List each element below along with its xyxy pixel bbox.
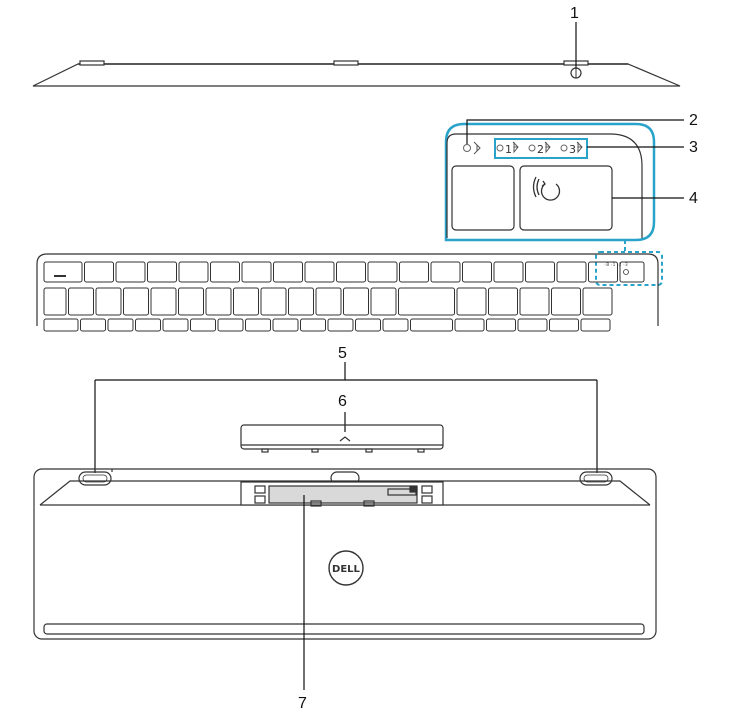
callout-2: 2 <box>689 112 698 129</box>
power-switch-icon <box>571 68 581 78</box>
key-r3-15 <box>487 319 516 331</box>
mode-light-2: 2 <box>529 142 550 156</box>
key-r3-3 <box>136 319 161 331</box>
key-r3-14 <box>455 319 484 331</box>
keyboard-front: ◦B ◦1 ◦2 ◦3 <box>37 254 658 331</box>
esc-key-mark <box>54 275 66 277</box>
callout-5: 5 <box>338 345 347 362</box>
key-r3-18 <box>581 319 610 331</box>
key-r3-1 <box>81 319 106 331</box>
key-r3-10 <box>328 319 353 331</box>
key-r2-3 <box>124 288 149 315</box>
callout-1: 1 <box>570 5 579 22</box>
key-fn-11 <box>400 262 429 282</box>
zoom-callout-panel <box>446 124 654 240</box>
key-fn-7 <box>274 262 303 282</box>
key-r2-16 <box>520 288 549 315</box>
zoom-source-box <box>596 252 662 285</box>
key-legend-mark: ◦B ◦1 ◦2 ◦3 <box>604 262 628 267</box>
key-r2-5 <box>179 288 204 315</box>
key-r2-11 <box>344 288 369 315</box>
key-r2-2 <box>96 288 121 315</box>
key-r2-1 <box>69 288 94 315</box>
key-fn-13 <box>463 262 492 282</box>
key-r3-6 <box>218 319 243 331</box>
key-r3-13 <box>411 319 453 331</box>
mode-light-3: 3 <box>561 142 582 156</box>
key-fn-8 <box>305 262 334 282</box>
key-r3-7 <box>246 319 271 331</box>
key-fn-4 <box>179 262 208 282</box>
key-r2-0 <box>44 288 66 315</box>
callout-4: 4 <box>689 190 698 207</box>
key-r3-4 <box>163 319 188 331</box>
key-r2-17 <box>552 288 581 315</box>
key-fn-1 <box>85 262 114 282</box>
key-fn-5 <box>211 262 240 282</box>
key-r2-13 <box>399 288 455 315</box>
key-r2-14 <box>457 288 486 315</box>
dell-logo-text: DELL <box>332 564 361 575</box>
bluetooth-status-light-icon <box>464 142 481 154</box>
key-fn-6 <box>242 262 271 282</box>
callout-7: 7 <box>298 695 307 712</box>
key-r3-16 <box>518 319 547 331</box>
key-r2-8 <box>261 288 286 315</box>
key-r2-10 <box>316 288 341 315</box>
key-r3-12 <box>383 319 408 331</box>
key-r3-5 <box>191 319 216 331</box>
rubber-foot-right <box>580 472 612 485</box>
key-fn-0 <box>44 262 82 282</box>
key-r3-11 <box>356 319 381 331</box>
key-r3-17 <box>550 319 579 331</box>
connection-mode-button-icon <box>534 177 560 200</box>
key-fn-3 <box>148 262 177 282</box>
key-fn-15 <box>526 262 555 282</box>
mode-3-label: 3 <box>569 143 576 156</box>
keyboard-top-edge <box>33 61 680 86</box>
key-fn-16 <box>557 262 586 282</box>
key-r2-6 <box>206 288 231 315</box>
mode-key-icon <box>624 270 629 275</box>
callout-6: 6 <box>338 393 347 410</box>
key-r3-0 <box>44 319 78 331</box>
key-r3-2 <box>108 319 133 331</box>
key-r2-12 <box>371 288 396 315</box>
key-r3-9 <box>301 319 326 331</box>
battery-compartment <box>241 482 443 506</box>
battery-cover <box>241 425 443 452</box>
rubber-foot-left <box>79 472 111 485</box>
key-r2-18 <box>583 288 612 315</box>
key-r3-8 <box>273 319 298 331</box>
key-r2-4 <box>151 288 176 315</box>
mode-1-label: 1 <box>505 143 512 156</box>
mode-2-label: 2 <box>537 143 544 156</box>
dell-logo-icon: DELL <box>329 551 363 585</box>
key-fn-2 <box>116 262 145 282</box>
key-r2-7 <box>234 288 259 315</box>
key-r2-15 <box>489 288 518 315</box>
key-fn-10 <box>368 262 397 282</box>
callout-3: 3 <box>689 139 698 156</box>
mode-light-1: 1 <box>497 142 518 156</box>
key-fn-12 <box>431 262 460 282</box>
key-fn-9 <box>337 262 366 282</box>
key-fn-14 <box>494 262 523 282</box>
key-r2-9 <box>289 288 314 315</box>
